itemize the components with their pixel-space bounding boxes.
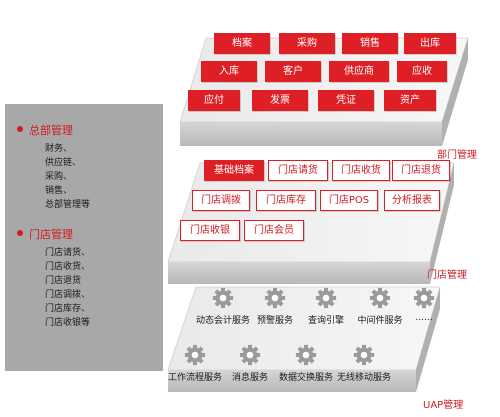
- service-label: 预警服务: [256, 316, 293, 326]
- dept-button-voucher[interactable]: 凭证: [318, 90, 374, 111]
- list-item: 财务、: [45, 144, 73, 154]
- dept-button-receivable[interactable]: 应收: [397, 61, 447, 82]
- gear-icon: [353, 344, 375, 366]
- list-item: 门店请货、: [45, 248, 91, 258]
- store-button-reports[interactable]: 分析报表: [384, 190, 440, 211]
- store-button-inventory[interactable]: 门店库存: [256, 190, 316, 211]
- store-button-transfer[interactable]: 门店调拨: [192, 190, 250, 211]
- store-button-return[interactable]: 门店退货: [392, 160, 450, 181]
- service-label: 无线移动服务: [336, 373, 391, 383]
- list-item: 门店收银等: [45, 318, 91, 328]
- dept-button-customer[interactable]: 客户: [265, 61, 321, 82]
- uap-service[interactable]: 工作流程服务: [165, 344, 225, 383]
- store-button-request[interactable]: 门店请货: [268, 160, 328, 181]
- service-label: 动态会计服务: [195, 316, 250, 326]
- gear-icon: [295, 344, 317, 366]
- layer-label-dept: 部门管理: [437, 150, 477, 161]
- gear-icon: [239, 344, 261, 366]
- service-label: 中间件服务: [357, 316, 403, 326]
- uap-service[interactable]: 数据交换服务: [276, 344, 336, 383]
- list-item: 门店库存、: [45, 304, 91, 314]
- service-label: ......: [415, 313, 433, 323]
- dept-button-payable[interactable]: 应付: [188, 90, 240, 111]
- service-label: 工作流程服务: [167, 373, 222, 383]
- uap-service[interactable]: 中间件服务: [350, 287, 410, 326]
- gear-icon: [184, 344, 206, 366]
- store-list: 门店请货、 门店收货、 门店退货 门店调拨、 门店库存、 门店收银等: [45, 246, 90, 330]
- gear-icon: [369, 287, 391, 309]
- uap-service[interactable]: 消息服务: [220, 344, 280, 383]
- bullet-dot: [17, 126, 23, 132]
- dept-button-purchase[interactable]: 采购: [279, 33, 335, 54]
- list-item: 供应链、: [45, 158, 82, 168]
- gear-icon: [413, 287, 435, 309]
- dept-button-invoice[interactable]: 发票: [252, 90, 308, 111]
- dept-button-sales[interactable]: 销售: [342, 33, 398, 54]
- service-label: 数据交换服务: [278, 373, 333, 383]
- store-button-receive[interactable]: 门店收货: [332, 160, 390, 181]
- uap-service[interactable]: 动态会计服务: [193, 287, 253, 326]
- gear-icon: [264, 287, 286, 309]
- gear-icon: [212, 287, 234, 309]
- uap-service[interactable]: 预警服务: [245, 287, 305, 326]
- uap-service[interactable]: ......: [394, 287, 454, 323]
- dept-button-supplier[interactable]: 供应商: [329, 61, 389, 82]
- dept-button-inbound[interactable]: 入库: [201, 61, 257, 82]
- dept-button-archive[interactable]: 档案: [214, 33, 270, 54]
- dept-button-outbound[interactable]: 出库: [404, 33, 456, 54]
- service-label: 消息服务: [231, 373, 268, 383]
- store-button-cashier[interactable]: 门店收银: [180, 220, 240, 241]
- uap-service[interactable]: 查询引擎: [296, 287, 356, 326]
- dept-button-assets[interactable]: 资产: [384, 90, 436, 111]
- gear-icon: [315, 287, 337, 309]
- left-info-panel: 总部管理 财务、 供应链、 采购、 销售、 总部管理等 门店管理 门店请货、 门…: [5, 104, 163, 371]
- list-item: 门店退货: [45, 276, 82, 286]
- layer-label-uap: UAP管理: [423, 400, 464, 411]
- service-label: 查询引擎: [307, 316, 344, 326]
- list-item: 总部管理等: [45, 200, 91, 210]
- list-item: 门店收货、: [45, 262, 91, 272]
- store-button-basic-archive[interactable]: 基础档案: [204, 160, 264, 181]
- list-item: 销售、: [45, 186, 73, 196]
- list-item: 采购、: [45, 172, 73, 182]
- layer-label-store: 门店管理: [427, 270, 467, 281]
- list-item: 门店调拨、: [45, 290, 91, 300]
- section-title-hq: 总部管理: [29, 124, 73, 137]
- hq-list: 财务、 供应链、 采购、 销售、 总部管理等: [45, 142, 90, 212]
- store-button-member[interactable]: 门店会员: [244, 220, 304, 241]
- uap-service[interactable]: 无线移动服务: [334, 344, 394, 383]
- bullet-dot: [17, 230, 23, 236]
- store-button-pos[interactable]: 门店POS: [320, 190, 378, 211]
- section-title-store: 门店管理: [29, 228, 73, 241]
